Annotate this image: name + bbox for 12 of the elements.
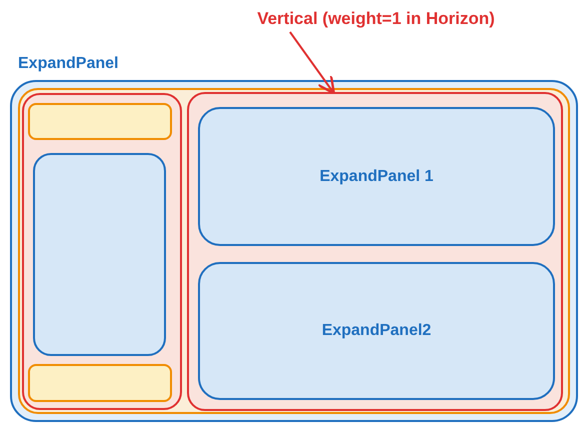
- panel: [187, 92, 563, 411]
- annotation-text: Vertical (weight=1 in Horizon): [236, 6, 516, 32]
- panel-title: ExpandPanel: [18, 54, 118, 74]
- panel-title: ExpandPanel 1: [320, 166, 434, 186]
- panel-title: ExpandPanel2: [322, 321, 432, 341]
- panel: [28, 364, 172, 402]
- panel: [33, 153, 166, 356]
- arrow: [289, 31, 336, 94]
- panel: [28, 103, 172, 140]
- panel: [198, 262, 555, 400]
- panel: [198, 107, 555, 246]
- panel: [22, 93, 182, 410]
